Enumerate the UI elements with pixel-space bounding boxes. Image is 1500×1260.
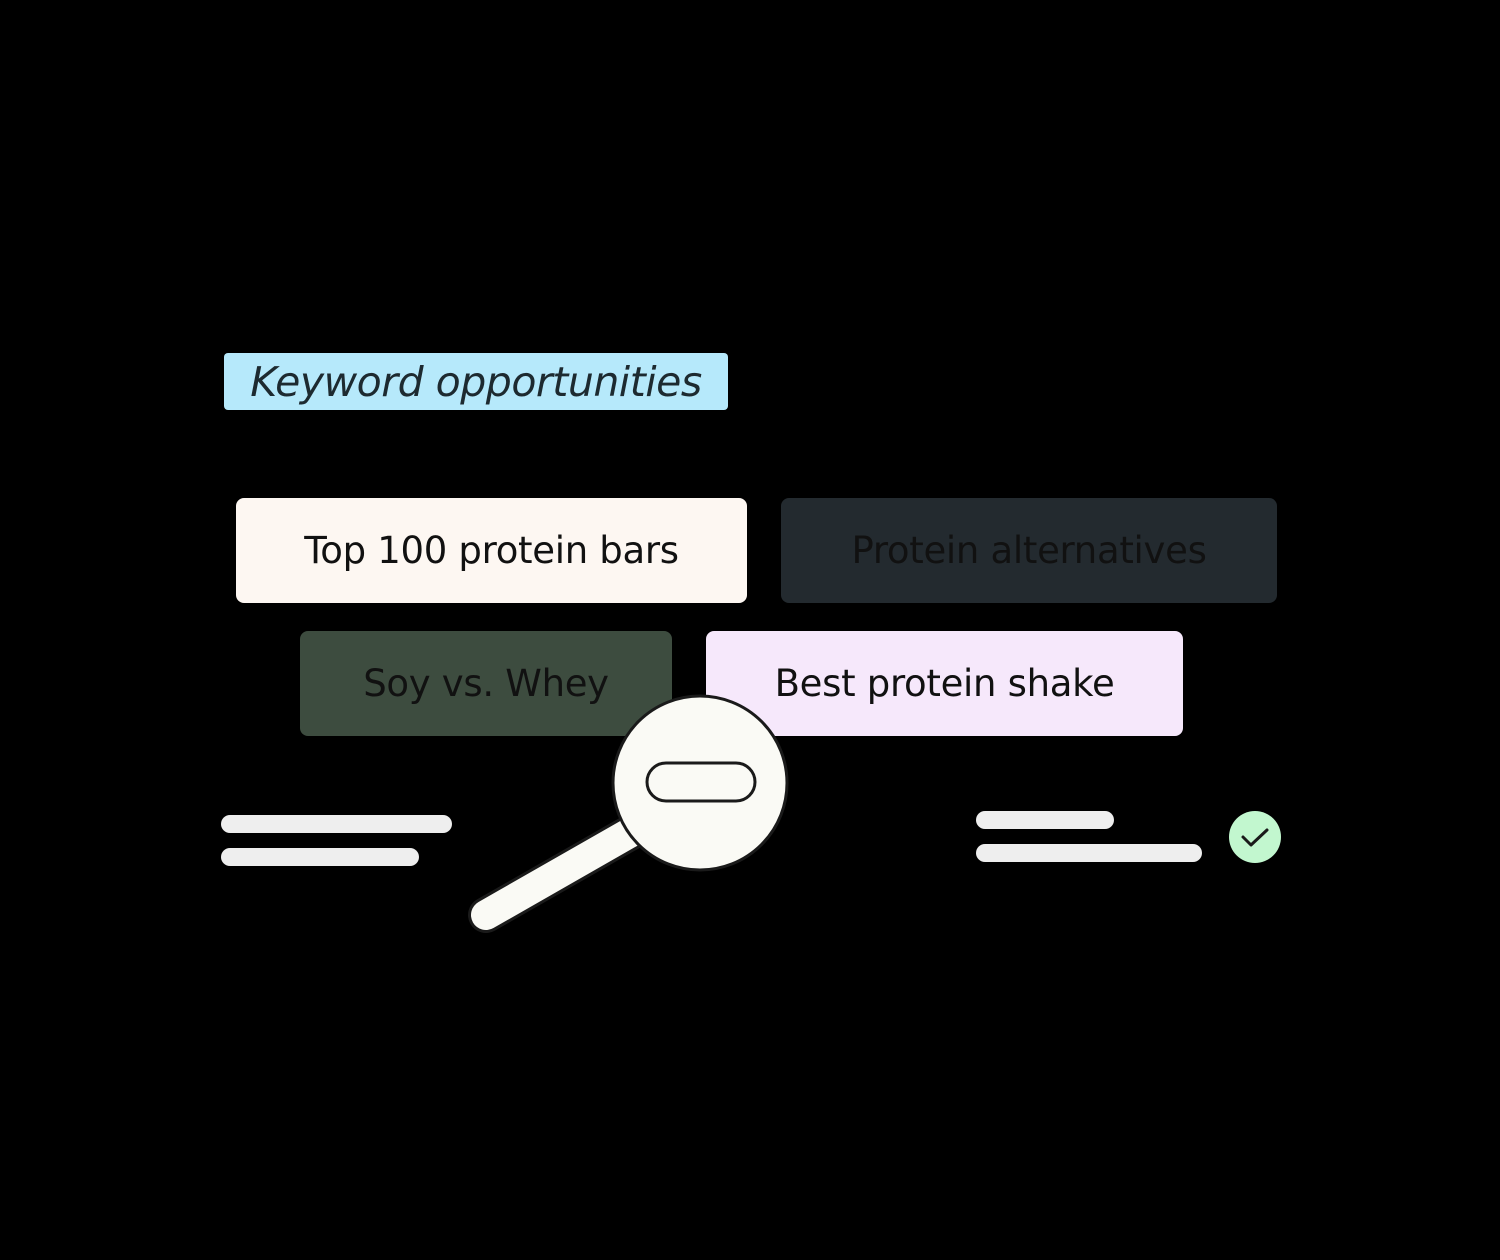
keyword-chip-protein-alternatives[interactable]: Protein alternatives xyxy=(781,498,1277,603)
placeholder-line xyxy=(976,844,1202,862)
keyword-chip-best-protein-shake[interactable]: Best protein shake xyxy=(706,631,1183,736)
placeholder-line xyxy=(221,848,419,866)
placeholder-line xyxy=(976,811,1114,829)
section-title: Keyword opportunities xyxy=(224,353,728,410)
keyword-chip-soy-vs-whey[interactable]: Soy vs. Whey xyxy=(300,631,672,736)
keyword-chip-top-100-protein-bars[interactable]: Top 100 protein bars xyxy=(236,498,747,603)
placeholder-line xyxy=(221,815,452,833)
